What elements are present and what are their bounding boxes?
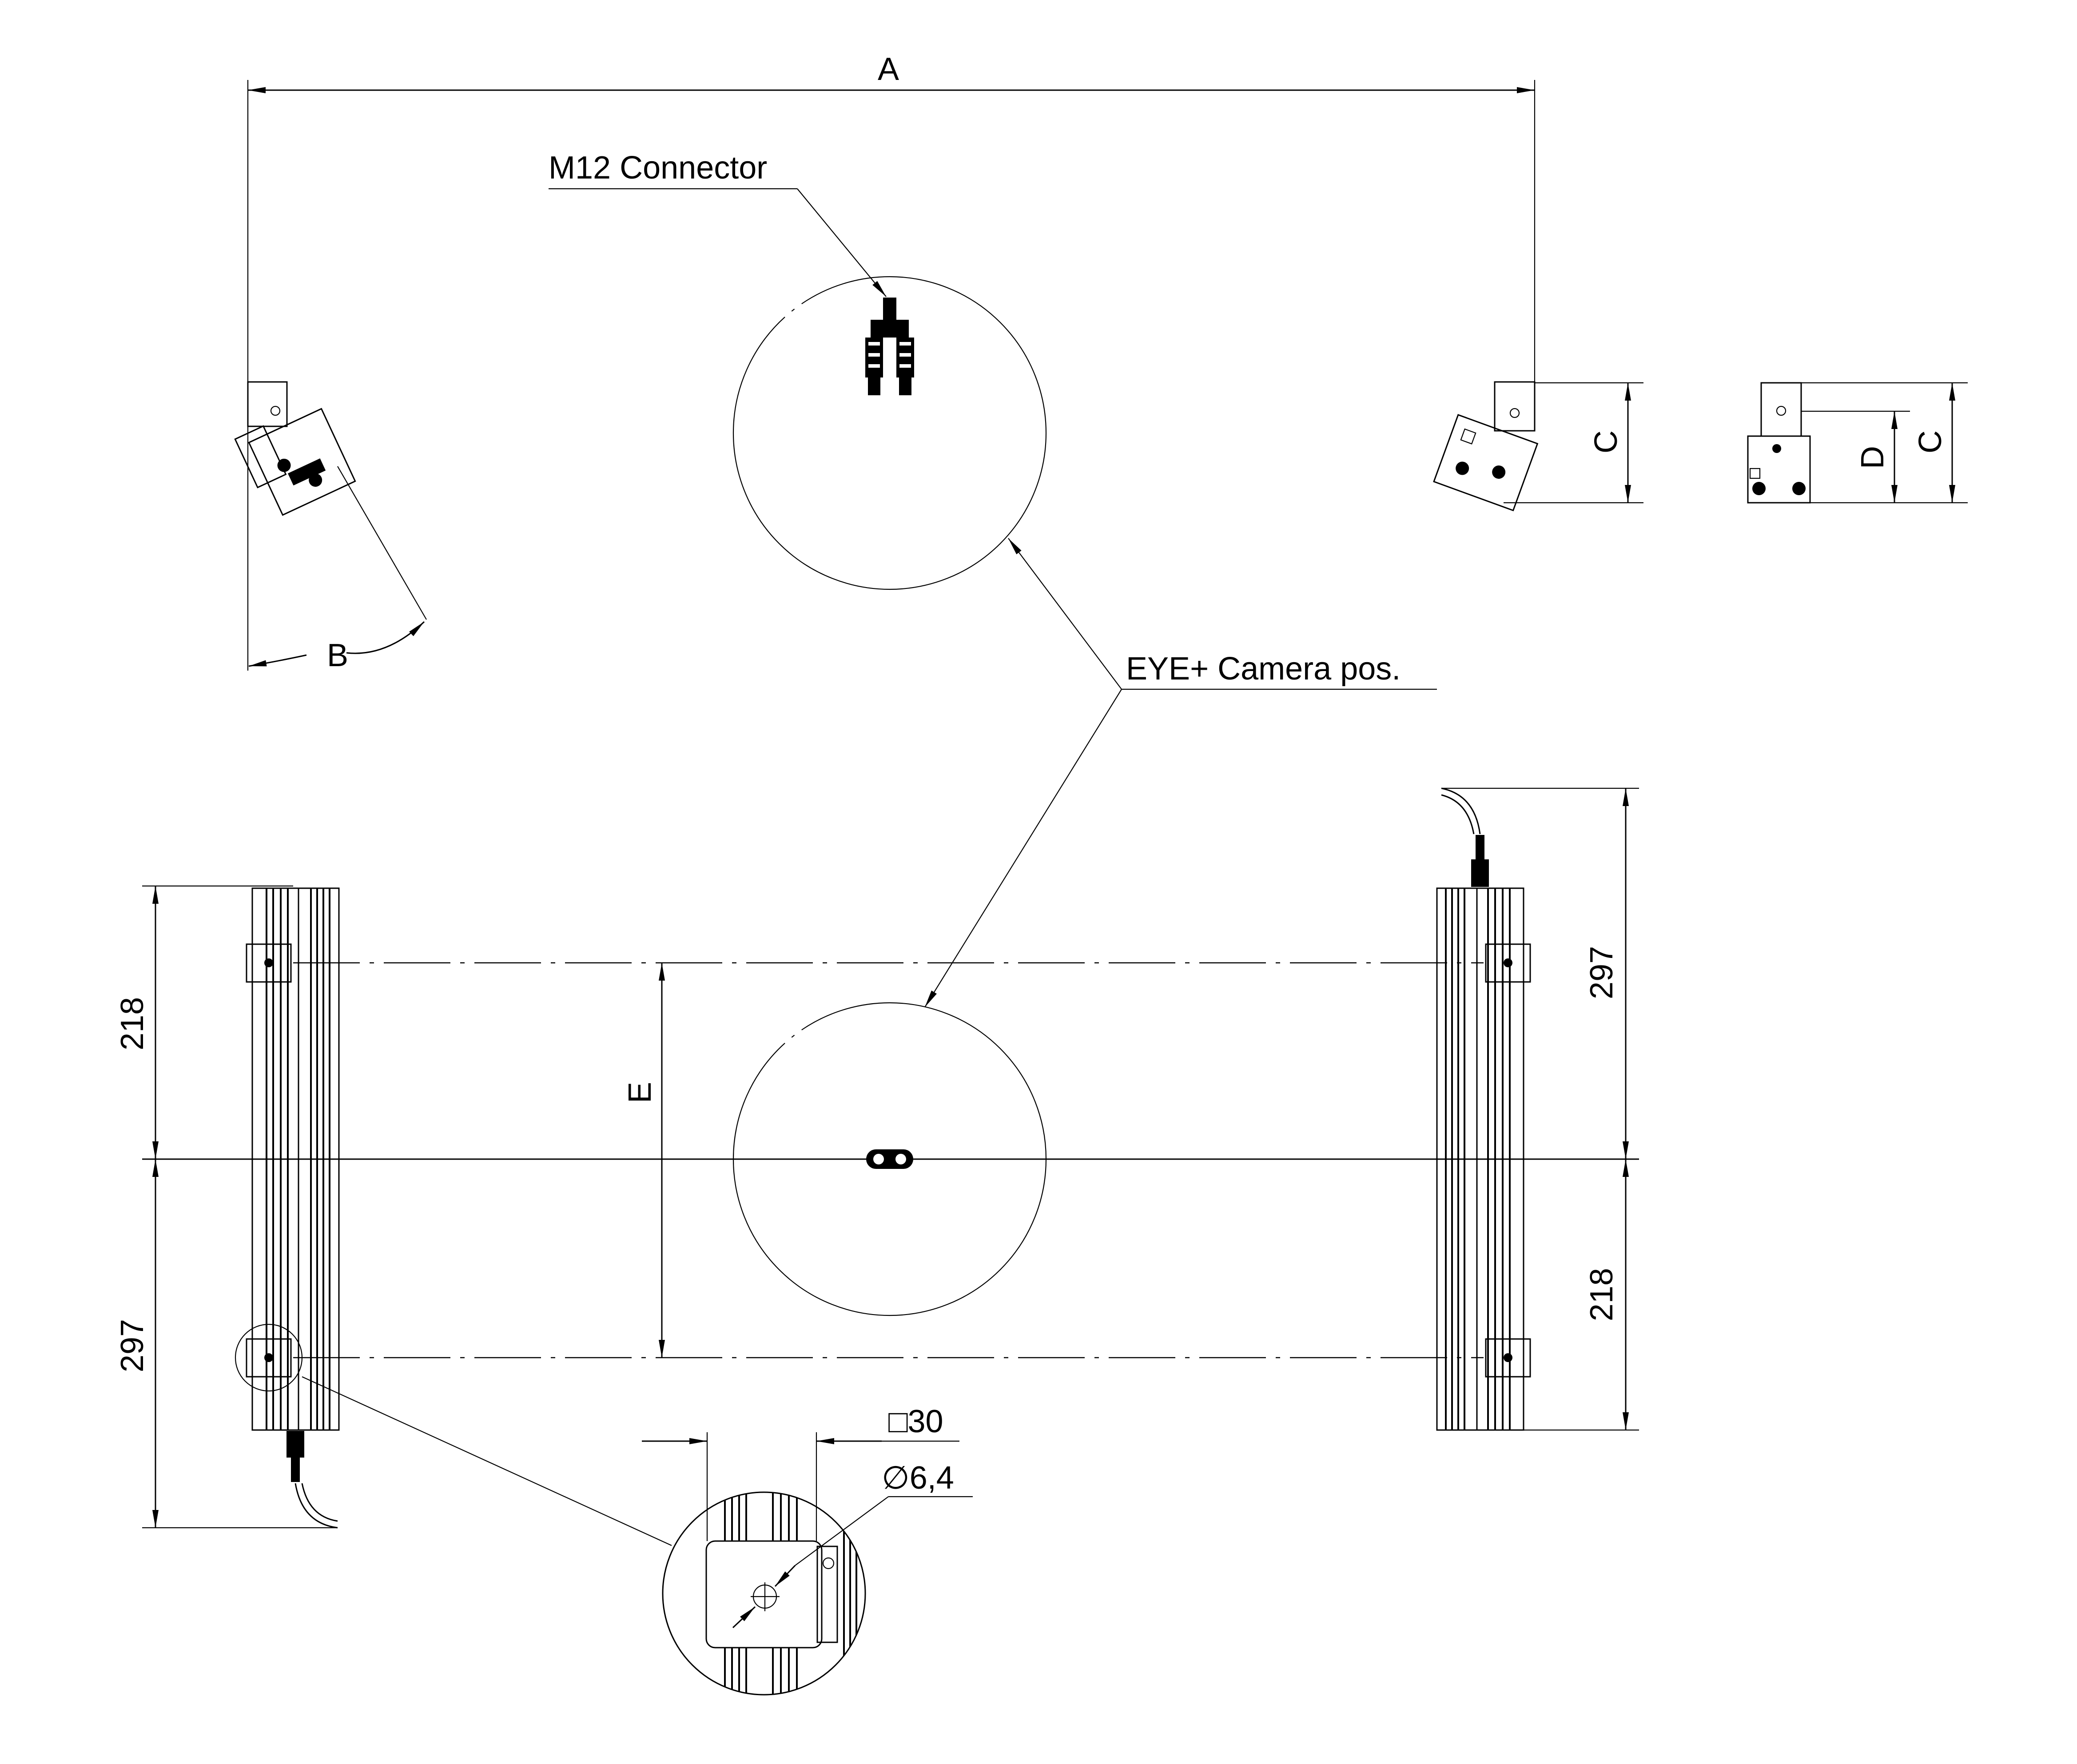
- dimension-d: D: [1801, 410, 1968, 504]
- dim-c-label-2: C: [1913, 430, 1948, 453]
- angled-light-left-end-view: [234, 381, 356, 516]
- dim-left-218: 218: [115, 997, 150, 1050]
- dim-right-297: 297: [1584, 946, 1619, 999]
- dim-e-label: E: [622, 1082, 658, 1103]
- dimension-left: 218 297: [115, 885, 338, 1529]
- dim-square-30: □30: [888, 1404, 943, 1439]
- dim-left-297: 297: [115, 1319, 150, 1372]
- dimension-right: 297 218: [1441, 787, 1639, 1431]
- m12-connector-icon: [865, 298, 914, 395]
- dimension-e: E: [622, 963, 665, 1358]
- angled-light-right-end-view: [1433, 381, 1539, 512]
- light-bar-right: [1436, 787, 1531, 1431]
- eye-camera-callout: EYE+ Camera pos.: [924, 538, 1437, 1008]
- dimension-b: B: [248, 466, 427, 673]
- m12-callout: M12 Connector: [549, 150, 887, 297]
- dim-a-label: A: [878, 52, 899, 87]
- dim-b-label: B: [327, 638, 348, 673]
- dimension-c-1: C: [1504, 382, 1643, 504]
- dim-d-label: D: [1855, 446, 1890, 469]
- eye-camera-label: EYE+ Camera pos.: [1126, 651, 1401, 687]
- dim-right-218: 218: [1584, 1268, 1619, 1321]
- light-bar-left: [235, 887, 340, 1529]
- dim-c-label-1: C: [1588, 430, 1624, 453]
- camera-field-top: [732, 276, 1047, 590]
- m12-label: M12 Connector: [549, 150, 767, 186]
- dim-diameter-6-4: ∅6,4: [882, 1460, 954, 1496]
- camera-field-bottom: [732, 1002, 1047, 1316]
- dimension-a: A: [247, 52, 1536, 671]
- detail-view: □30 ∅6,4: [302, 1376, 973, 1696]
- dimension-c-2: C: [1801, 382, 1968, 503]
- light-side-view: [1747, 382, 1811, 504]
